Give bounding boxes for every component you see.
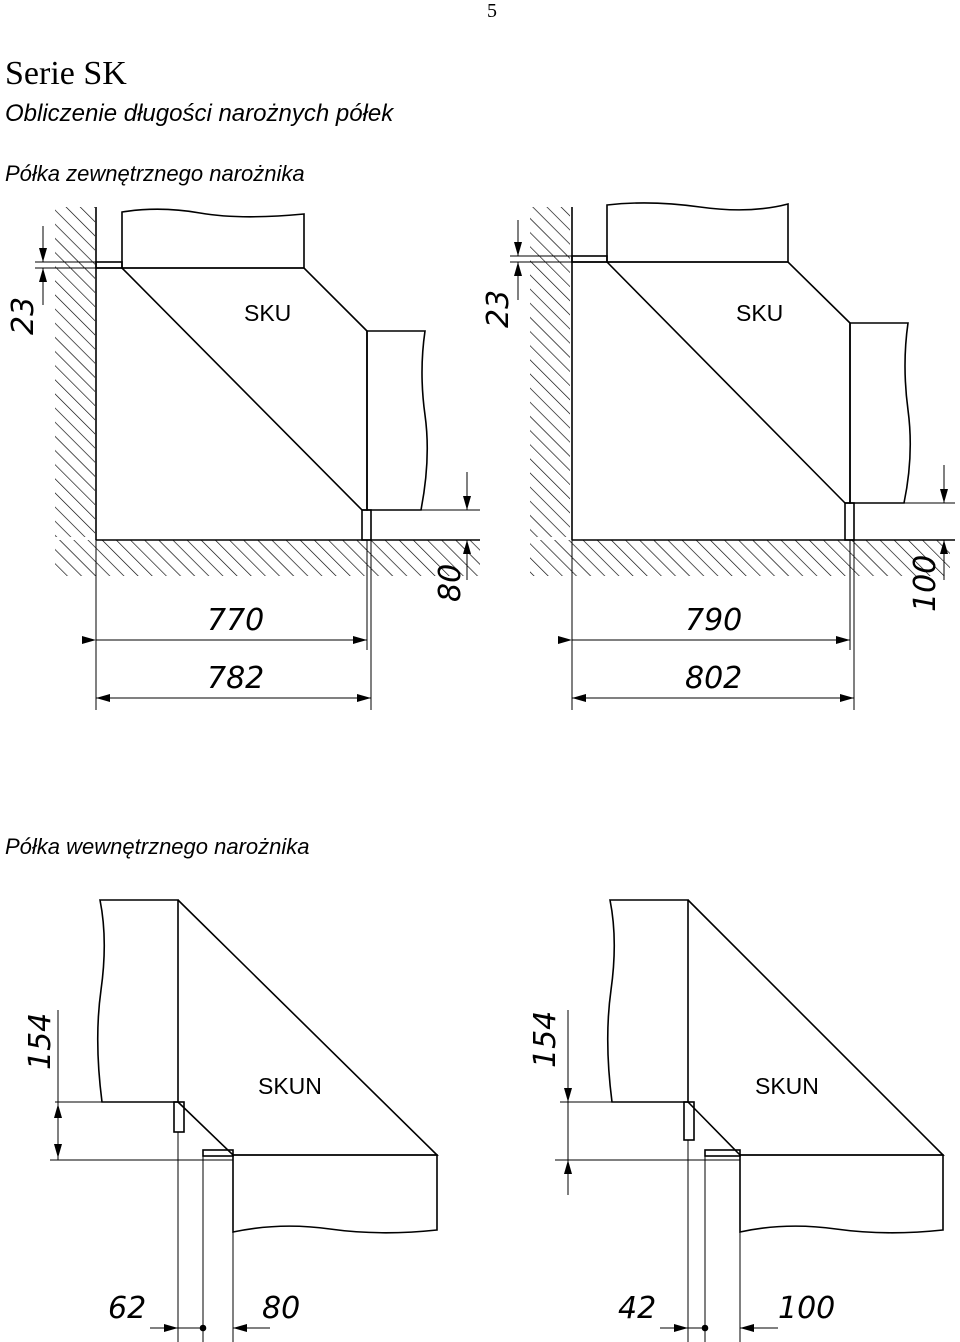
corner-shelf [96, 267, 368, 511]
inner-1-dim-left: 154 [23, 1013, 58, 1070]
inner-2-dim-bottom-right: 100 [778, 1291, 835, 1326]
inner-2-dim-left: 154 [528, 1011, 563, 1068]
corner-shelf [572, 261, 851, 504]
shelf-end-cap-top [173, 1101, 185, 1133]
wall-hatch-vertical [55, 207, 95, 537]
outer-1-dim-inner: 770 [207, 603, 264, 638]
cabinet-top [606, 202, 789, 263]
outer-drawing-2 [510, 202, 955, 710]
outer-2-dim-top: 23 [481, 290, 516, 328]
cabinet-right [232, 1154, 438, 1234]
shelf-end-cap-right [704, 1149, 741, 1157]
cabinet-left [96, 899, 179, 1103]
inner-drawing-1 [50, 899, 439, 1342]
cabinet-left [606, 899, 689, 1103]
shelf-end-cap [844, 502, 855, 541]
page-number: 5 [487, 0, 497, 22]
outer-1-label: SKU [244, 300, 291, 326]
shelf-top-cap [571, 255, 608, 263]
shelf-end-cap-top [683, 1101, 695, 1141]
cabinet-right [849, 322, 912, 504]
outer-2-dim-inner: 790 [685, 603, 742, 638]
inner-1-dim-bottom-left: 62 [108, 1291, 146, 1326]
wall-hatch-horizontal [530, 540, 950, 576]
wall-hatch-horizontal [55, 540, 480, 576]
corner-shelf [177, 899, 439, 1156]
corner-shelf [687, 899, 945, 1156]
inner-1-dim-bottom-right: 80 [262, 1291, 300, 1326]
inner-corner-heading: Półka wewnętrznego narożnika [5, 834, 310, 859]
inner-2-label: SKUN [755, 1073, 819, 1099]
inner-drawing-2 [555, 899, 945, 1342]
document-subtitle: Obliczenie długości narożnych półek [5, 100, 394, 127]
cabinet-right [739, 1154, 944, 1234]
cabinet-top [121, 208, 305, 269]
outer-2-dim-outer: 802 [685, 661, 742, 696]
inner-2-dim-bottom-left: 42 [618, 1291, 656, 1326]
shelf-end-cap [361, 509, 372, 541]
outer-1-dim-outer: 782 [207, 661, 264, 696]
outer-2-dim-right: 100 [908, 555, 943, 612]
shelf-end-cap-right [202, 1149, 234, 1157]
document-title: Serie SK [5, 55, 127, 92]
outer-1-dim-top: 23 [6, 297, 41, 335]
inner-1-label: SKUN [258, 1073, 322, 1099]
outer-2-label: SKU [736, 300, 783, 326]
outer-corner-heading: Półka zewnętrznego narożnika [5, 161, 305, 186]
cabinet-right [366, 330, 429, 511]
outer-drawing-1 [35, 207, 480, 710]
shelf-top-cap [95, 261, 123, 269]
outer-1-dim-right: 80 [433, 564, 468, 602]
